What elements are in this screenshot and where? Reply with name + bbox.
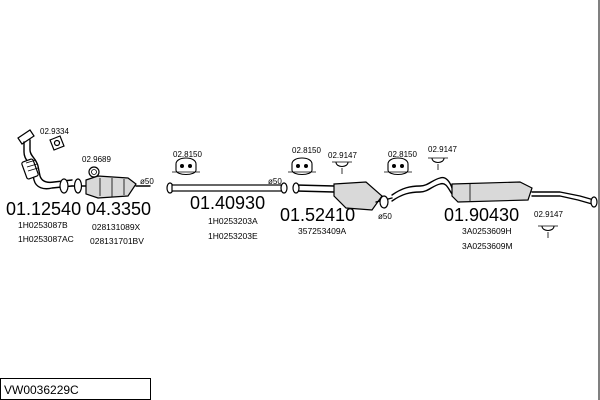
section-ref: 1H0253203A <box>208 216 258 226</box>
section-code: 01.40930 <box>190 193 265 213</box>
accessory-label: 02.9147 <box>328 151 357 160</box>
section-code: 01.12540 <box>6 199 81 219</box>
section-ref: 3A0253609H <box>462 226 512 236</box>
section-ref: 3A0253609M <box>462 241 513 251</box>
rear-silencer <box>391 176 598 208</box>
section-ref: 357253409A <box>298 226 347 236</box>
front-pipe <box>17 129 73 194</box>
section-code: 04.3350 <box>86 199 151 219</box>
pipe-clamp-icon <box>332 161 352 174</box>
accessory-label: 02.8150 <box>292 146 321 155</box>
rubber-hanger-icon <box>172 157 200 176</box>
section-code: 01.90430 <box>444 205 519 225</box>
section-ref: 1H0253203E <box>208 231 258 241</box>
section-ref: 1H0253087AC <box>18 234 74 244</box>
intermediate-pipe <box>166 182 288 194</box>
middle-silencer <box>292 181 393 211</box>
gasket-icon <box>49 135 65 151</box>
section-ref: 1H0253087B <box>18 220 68 230</box>
section-code: 01.52410 <box>280 205 355 225</box>
diameter-label: ø50 <box>140 177 154 186</box>
section-ref: 028131701BV <box>90 236 144 246</box>
accessory-label: 02.8150 <box>173 150 202 159</box>
catalytic-converter <box>71 175 151 199</box>
diameter-label: ø50 <box>268 177 282 186</box>
accessory-label: 02.9147 <box>428 145 457 154</box>
pipe-clamp-icon <box>428 157 448 170</box>
pipe-clamp-icon <box>538 225 558 238</box>
reference-code: VW0036229C <box>4 383 79 397</box>
accessory-label: 02.9689 <box>82 155 111 164</box>
rubber-hanger-icon <box>384 157 412 176</box>
accessory-label: 02.8150 <box>388 150 417 159</box>
rubber-hanger-icon <box>288 157 316 176</box>
diameter-label: ø50 <box>378 212 392 221</box>
clamp-ring-icon <box>88 166 100 178</box>
accessory-label: 02.9334 <box>40 127 69 136</box>
section-ref: 028131089X <box>92 222 141 232</box>
accessory-label: 02.9147 <box>534 210 563 219</box>
reference-box: VW0036229C <box>0 378 151 400</box>
